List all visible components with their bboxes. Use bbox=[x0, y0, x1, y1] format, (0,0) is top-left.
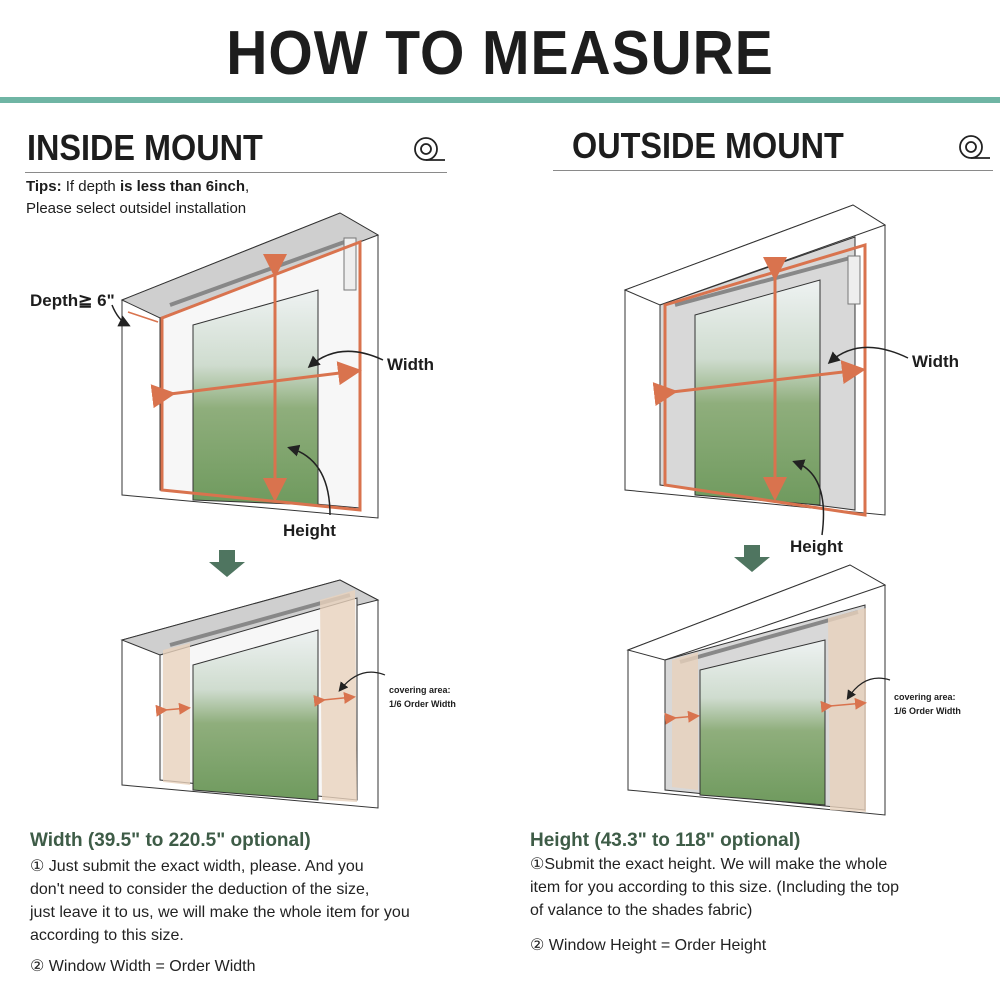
outside-mount-diagram bbox=[623, 204, 909, 536]
outside-mount-heading: OUTSIDE MOUNT bbox=[572, 125, 844, 166]
spec-line: just leave it to us, we will make the wh… bbox=[30, 904, 410, 921]
covering-line1: covering area: bbox=[894, 692, 956, 702]
page-title: HOW TO MEASURE bbox=[226, 19, 774, 88]
spec-line: of valance to the shades fabric) bbox=[530, 902, 753, 919]
covering-line1: covering area: bbox=[389, 685, 451, 695]
covering-area-note: covering area: 1/6 Order Width bbox=[894, 690, 961, 718]
spec-line: ①Submit the exact height. We will make t… bbox=[530, 856, 888, 873]
tips-label: Tips: bbox=[26, 178, 62, 195]
tips-text: , bbox=[244, 178, 250, 195]
spec-line: according to this size. bbox=[30, 927, 184, 944]
tips-bold: is less than 6inch bbox=[119, 178, 245, 195]
depth-label: Depth≧ 6" bbox=[30, 291, 115, 310]
inside-mount-diagram bbox=[111, 212, 384, 519]
heading-rule bbox=[25, 172, 447, 173]
covering-line2: 1/6 Order Width bbox=[389, 699, 456, 709]
tape-measure-icon bbox=[959, 135, 990, 159]
outside-mount-result-diagram bbox=[626, 564, 891, 816]
tips-text: If depth bbox=[61, 178, 120, 195]
inside-mount-heading: INSIDE MOUNT bbox=[27, 127, 263, 168]
covering-line2: 1/6 Order Width bbox=[894, 706, 961, 716]
height-spec-title: Height (43.3" to 118" optional) bbox=[530, 830, 801, 851]
down-arrow-icon bbox=[734, 545, 770, 572]
tips-line2: Please select outsidel installation bbox=[26, 200, 247, 217]
covering-area-note: covering area: 1/6 Order Width bbox=[389, 683, 456, 711]
tape-measure-icon bbox=[414, 137, 445, 161]
divider-bar bbox=[0, 97, 1000, 103]
inside-mount-result-diagram bbox=[120, 579, 386, 809]
spec-line: don't need to consider the deduction of … bbox=[30, 881, 370, 898]
spec-line: ① Just submit the exact width, please. A… bbox=[30, 858, 364, 875]
height-spec: Height (43.3" to 118" optional) ①Submit … bbox=[530, 830, 990, 957]
width-spec: Width (39.5" to 220.5" optional) ① Just … bbox=[30, 830, 490, 978]
height-label: Height bbox=[283, 521, 336, 540]
width-spec-title: Width (39.5" to 220.5" optional) bbox=[30, 830, 311, 851]
width-label: Width bbox=[912, 352, 960, 371]
spec-rule: ② Window Width = Order Width bbox=[30, 958, 256, 975]
inside-tips: Tips: If depth is less than 6inch, Pleas… bbox=[26, 176, 249, 220]
width-label: Width bbox=[387, 355, 435, 374]
spec-line: item for you according to this size. (In… bbox=[530, 879, 900, 896]
heading-rule bbox=[553, 170, 993, 171]
height-label: Height bbox=[790, 537, 843, 556]
spec-rule: ② Window Height = Order Height bbox=[530, 937, 767, 954]
down-arrow-icon bbox=[209, 550, 245, 577]
